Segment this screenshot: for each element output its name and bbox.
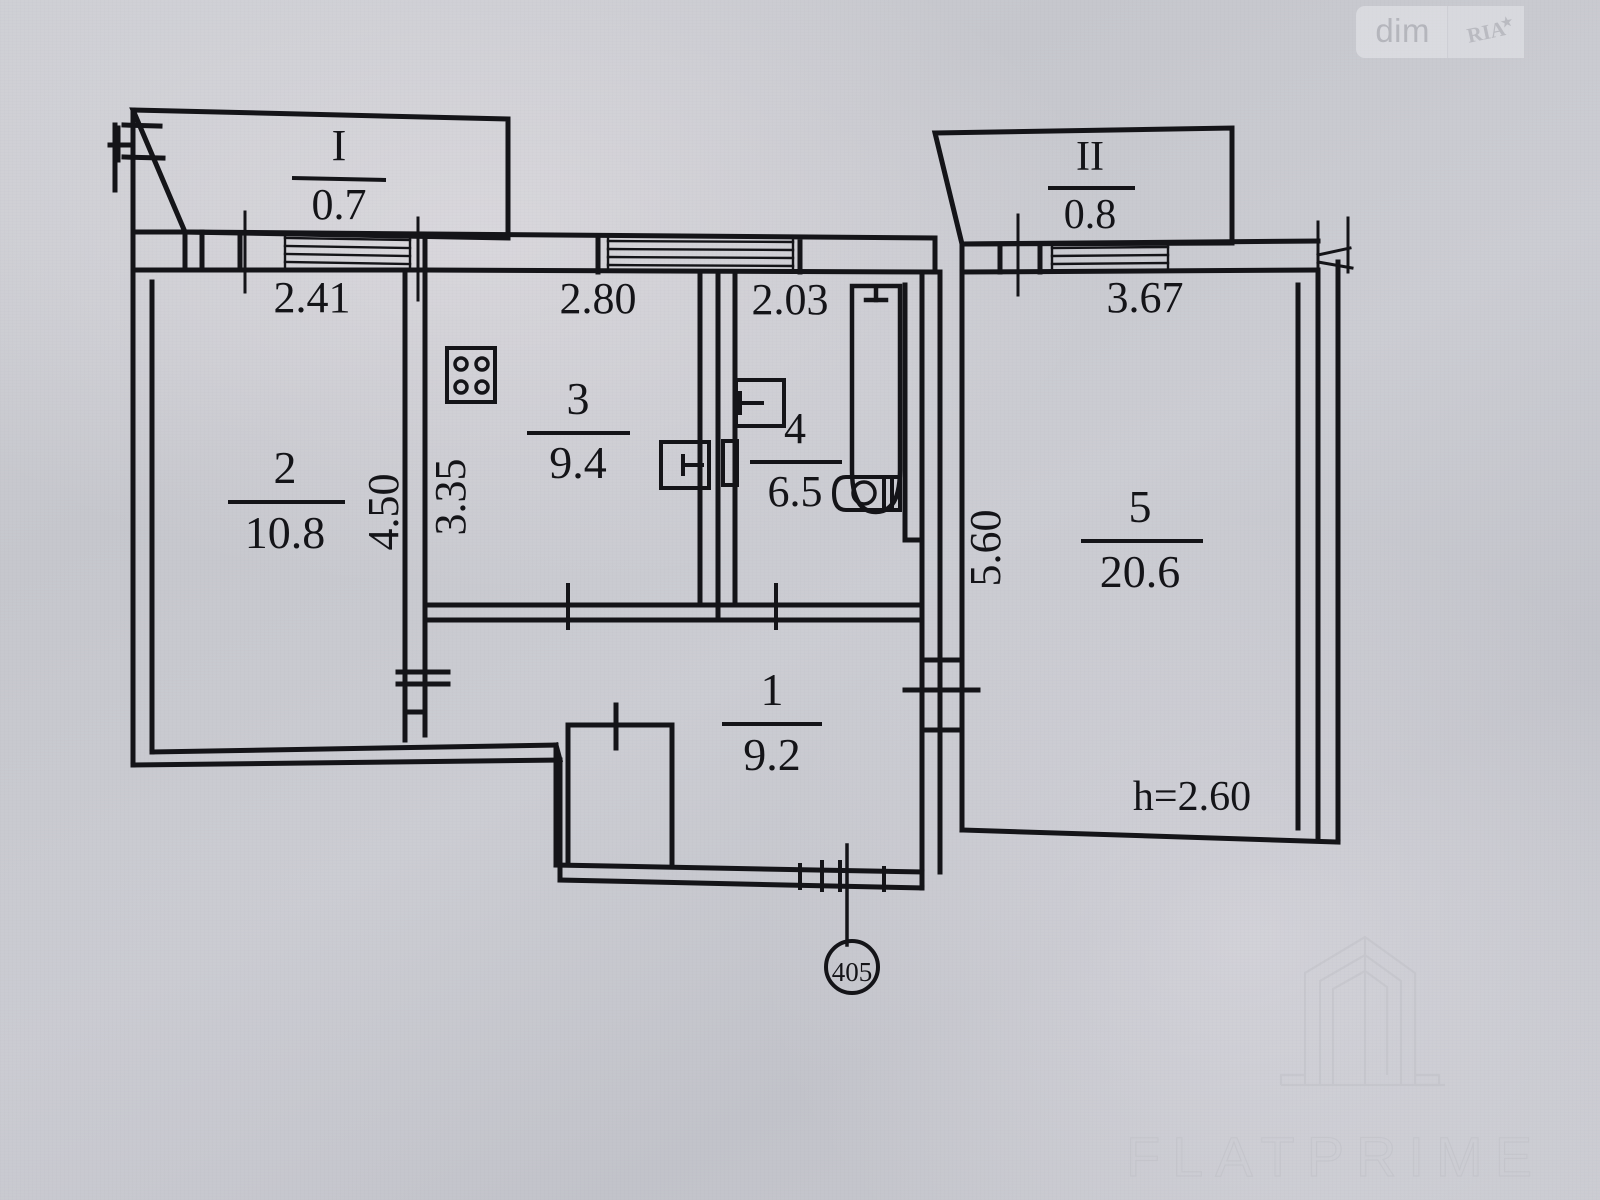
- top-wall-stubs: [199, 229, 1043, 275]
- wall-fixture: [721, 439, 739, 487]
- dimension-3-67: 3.67: [1107, 273, 1184, 322]
- toilet-icon: [831, 475, 902, 512]
- dimension-2-03: 2.03: [752, 275, 829, 324]
- room-2-walls: [130, 267, 563, 768]
- balcony-II-label: II 0.8: [1048, 134, 1135, 238]
- top-left-wall-jog: [107, 107, 188, 273]
- ceiling-height-label: h=2.60: [1133, 774, 1251, 820]
- dimension-3-35: 3.35: [426, 459, 475, 536]
- ria-logo-text: RIA: [1464, 15, 1508, 48]
- door-room-5: [902, 657, 981, 733]
- room-2-area: 10.8: [245, 507, 326, 558]
- dimension-2-80: 2.80: [560, 274, 637, 323]
- corridor-area: 9.2: [743, 729, 801, 780]
- door-kitchen: [518, 583, 614, 630]
- kitchen-area: 9.4: [549, 437, 607, 488]
- balcony-I-outline: [129, 107, 511, 241]
- bathroom-number: 4: [784, 404, 806, 453]
- dimension-5-60: 5.60: [961, 510, 1010, 587]
- door-room-2: [395, 669, 451, 715]
- room-5-label: 5 20.6: [1081, 481, 1203, 597]
- dim-logo-text: dim: [1375, 12, 1430, 49]
- dimension-4-50: 4.50: [359, 474, 408, 551]
- balcony-I-number: I: [332, 121, 347, 170]
- sink-icon-bathroom: [734, 378, 786, 428]
- door-bathroom: [738, 583, 820, 630]
- dim-ria-watermark: dim ★ RIA: [1356, 6, 1524, 58]
- entry-door: [798, 860, 886, 892]
- corridor-number: 1: [761, 664, 784, 715]
- corridor-label: 1 9.2: [722, 664, 822, 780]
- balcony-I-area: 0.7: [312, 180, 367, 229]
- kitchen-number: 3: [567, 373, 590, 424]
- balcony-I-label: I 0.7: [291, 121, 387, 229]
- room-2-number: 2: [274, 442, 297, 493]
- window-hatch-balcony-I: [283, 232, 412, 271]
- ria-logo-box: ★ RIA: [1447, 6, 1524, 58]
- apartment-marker-leader: [824, 843, 880, 995]
- dimension-ticks-top: [243, 210, 1354, 302]
- window-hatch-balcony-II: [1050, 241, 1170, 272]
- kitchen-label: 3 9.4: [527, 373, 630, 488]
- apartment-number-marker: 405: [832, 957, 873, 987]
- room-5-area: 20.6: [1100, 546, 1181, 597]
- room-2-label: 2 10.8: [228, 442, 345, 558]
- bathroom-area: 6.5: [768, 467, 823, 516]
- dimension-2-41: 2.41: [274, 273, 351, 322]
- top-exterior-wall: [130, 229, 1321, 275]
- bathroom-walls: [715, 269, 925, 663]
- stove-icon: [445, 346, 497, 404]
- balcony-II-area: 0.8: [1064, 192, 1117, 238]
- window-hatch-kitchen: [606, 236, 795, 272]
- room-5-walls: [937, 259, 1341, 845]
- room-5-number: 5: [1129, 481, 1152, 532]
- balcony-II-number: II: [1076, 134, 1104, 180]
- sink-icon: [659, 440, 711, 490]
- bathroom-label: 4 6.5: [750, 404, 842, 516]
- dim-logo-box: dim: [1356, 6, 1447, 58]
